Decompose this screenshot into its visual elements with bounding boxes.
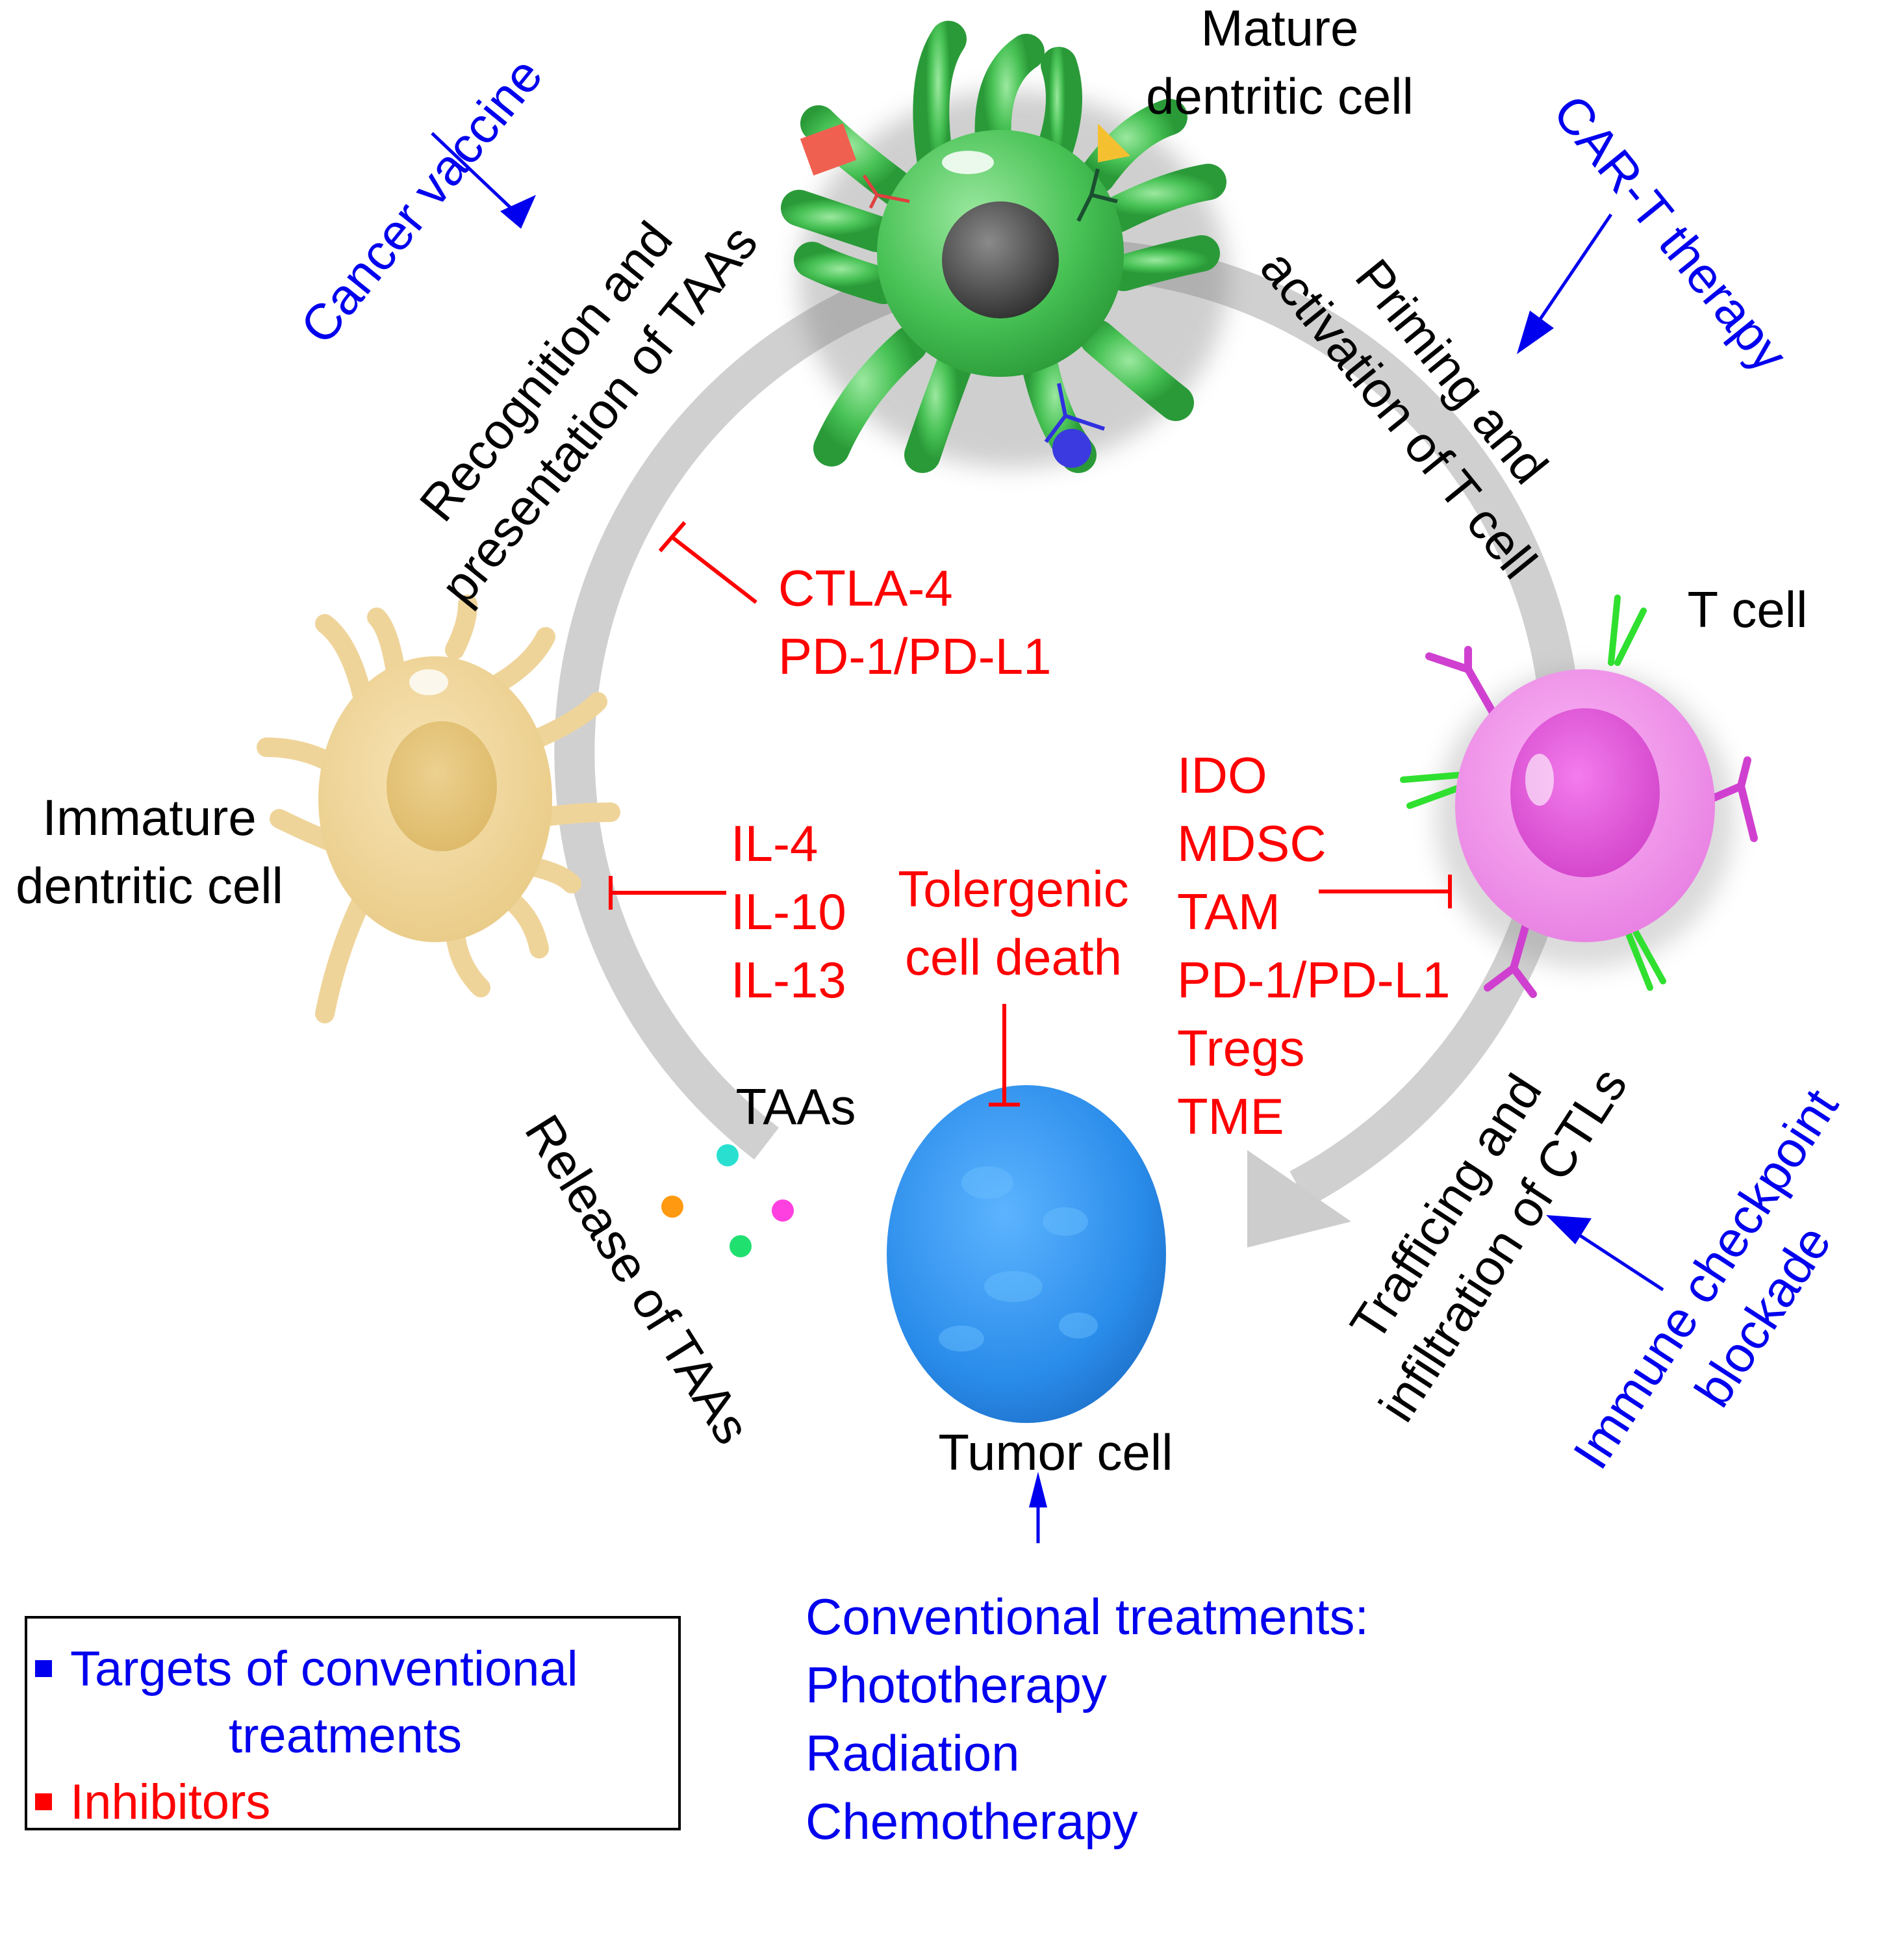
tumor-cell-body xyxy=(887,1085,1166,1423)
red-antigen-icon xyxy=(800,123,857,176)
treatment-checkpoint: Immune checkpoint blockade xyxy=(1562,1079,1849,1478)
red-receptor-icon xyxy=(862,174,910,209)
cancer-vaccine-label: Cancer vaccine xyxy=(289,47,553,354)
inhibitor-tolerogenic-line1: Tolergenic xyxy=(898,860,1129,917)
inhibitor-mdsc: MDSC xyxy=(1177,815,1326,872)
legend-label-inhibitors: Inhibitors xyxy=(70,1775,271,1830)
taa-particle-magenta xyxy=(772,1199,794,1222)
inhibitor-cytokine-bar xyxy=(609,876,726,910)
t-cell-highlight xyxy=(1525,754,1554,806)
tumor-cell xyxy=(887,1085,1166,1423)
t-cell-nucleus xyxy=(1510,708,1660,877)
inhibitor-pd1-pdl1: PD-1/PD-L1 xyxy=(778,628,1051,685)
inhibitor-il4: IL-4 xyxy=(731,815,818,872)
yellow-antigen-icon xyxy=(1098,123,1130,162)
immature-dc-label-line1: Immature xyxy=(42,789,256,846)
conventional-item: Chemotherapy xyxy=(806,1793,1138,1850)
taa-particles xyxy=(661,1144,794,1257)
legend-swatch-red xyxy=(35,1793,52,1810)
car-t-label: CAR-T therapy xyxy=(1542,84,1799,382)
inhibitor-tolerogenic-bar xyxy=(989,1004,1020,1107)
immature-dc-highlight xyxy=(409,669,448,695)
blue-antigen-icon xyxy=(1052,429,1091,468)
legend-swatch-blue xyxy=(35,1659,52,1677)
tumor-cell-texture xyxy=(939,1166,1098,1352)
legend-item-inhibitors: Inhibitors xyxy=(35,1778,270,1827)
inhibitor-pd1-pdl1-tcell: PD-1/PD-L1 xyxy=(1177,951,1450,1008)
inhibitor-il13: IL-13 xyxy=(731,951,846,1008)
inhibitor-tregs: Tregs xyxy=(1177,1019,1305,1077)
legend-label-targets-line1: Targets of conventional xyxy=(70,1641,578,1697)
blue-receptor-icon xyxy=(1044,383,1105,443)
cycle-arrowhead xyxy=(1247,1150,1351,1248)
inhibitor-tme: TME xyxy=(1177,1088,1284,1145)
t-cell xyxy=(1400,595,1758,998)
treatment-cancer-vaccine: Cancer vaccine xyxy=(289,47,553,354)
inhibitor-tcell-bar xyxy=(1319,875,1452,908)
immature-dc-label-line2: dentritic cell xyxy=(16,857,283,914)
checkpoint-arrow xyxy=(1546,1215,1664,1292)
conventional-title: Conventional treatments: xyxy=(806,1588,1369,1645)
immature-dendritic-cell xyxy=(257,595,620,1023)
taa-particle-green xyxy=(730,1235,752,1257)
taa-particle-orange xyxy=(661,1196,683,1218)
inhibitor-ctla4: CTLA-4 xyxy=(778,559,953,617)
step-trafficking: Trafficing and infiltration of CTLs xyxy=(1339,1058,1638,1431)
legend-item-targets-line2: treatments xyxy=(229,1711,462,1761)
treatment-car-t: CAR-T therapy xyxy=(1542,84,1799,382)
mature-dc-label-line1: Mature xyxy=(1201,0,1359,57)
conventional-arrow xyxy=(1029,1472,1047,1543)
legend-item-targets: Targets of conventional xyxy=(35,1645,578,1694)
inhibitor-ido: IDO xyxy=(1177,747,1267,804)
mature-dc-label-line2: dentritic cell xyxy=(1146,68,1414,125)
mature-dendritic-cell xyxy=(781,21,1228,473)
conventional-item: Phototherapy xyxy=(806,1656,1107,1713)
inhibitor-tam: TAM xyxy=(1177,883,1280,940)
tumor-cell-label: Tumor cell xyxy=(938,1424,1173,1481)
inhibitor-tolerogenic-line2: cell death xyxy=(905,929,1122,986)
inhibitor-ctla4-bar xyxy=(658,521,757,604)
legend-label-targets-line2: treatments xyxy=(229,1708,463,1763)
legend: Targets of conventional treatments Inhib… xyxy=(25,1616,681,1830)
inhibitor-il10: IL-10 xyxy=(731,883,846,940)
taa-particle-cyan xyxy=(717,1144,739,1166)
mature-dc-nucleus xyxy=(942,201,1059,318)
mature-dc-highlight xyxy=(942,151,994,174)
cancer-vaccine-arrow xyxy=(431,132,536,229)
conventional-item: Radiation xyxy=(806,1724,1020,1782)
car-t-arrow xyxy=(1517,213,1613,354)
t-cell-label: T cell xyxy=(1688,581,1808,638)
dark-receptor-icon xyxy=(1076,168,1118,222)
taas-label: TAAs xyxy=(736,1078,856,1135)
immature-dc-nucleus xyxy=(387,721,497,851)
